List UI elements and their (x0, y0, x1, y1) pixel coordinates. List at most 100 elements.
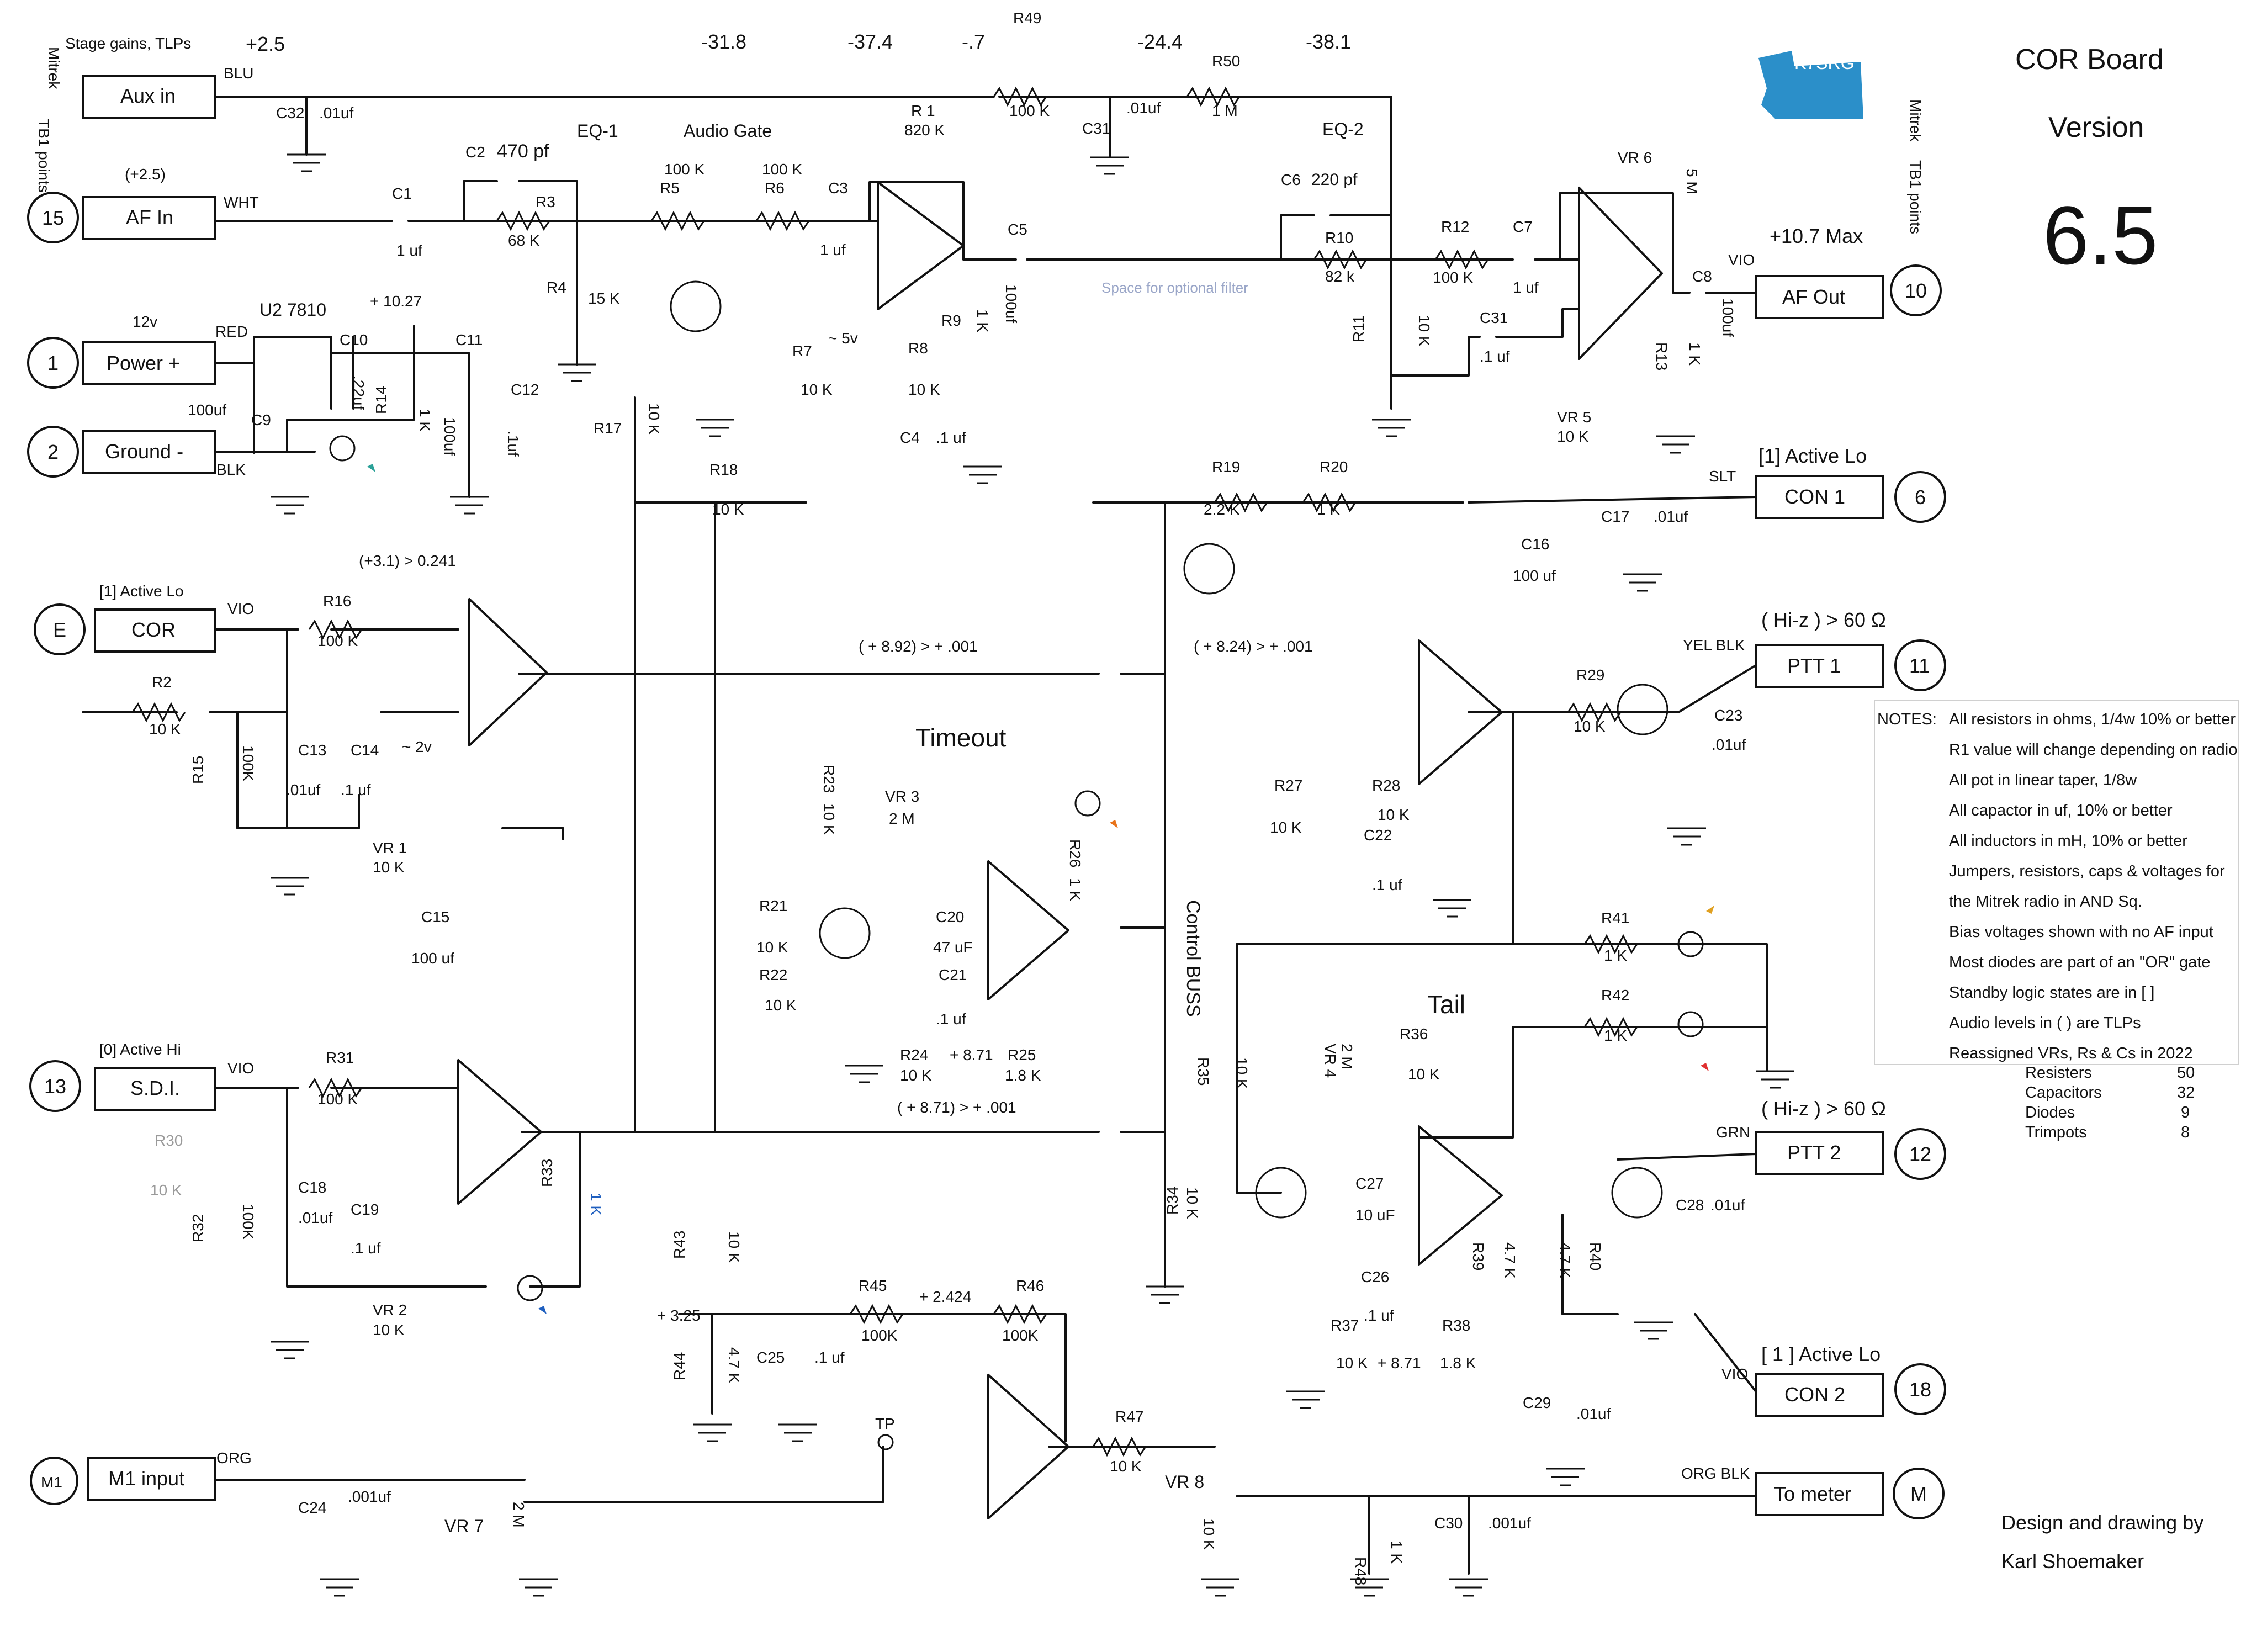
pin-e: E (53, 618, 66, 641)
to-meter-wire: ORG BLK (1681, 1465, 1750, 1482)
vr2-val: 10 K (373, 1321, 405, 1338)
c16-val: 100 uf (1513, 567, 1556, 584)
power-note: 12v (133, 313, 157, 330)
u1-cor (468, 598, 548, 746)
r6-ref: R6 (765, 179, 785, 197)
r31-val: 100 K (317, 1090, 358, 1108)
r3-symbol (496, 210, 550, 231)
transistors (670, 280, 1668, 1219)
net-r37: + 8.71 (1378, 1354, 1421, 1372)
ptt1-note: ( Hi-z ) > 60 Ω (1761, 608, 1886, 631)
r21-ref: R21 (759, 897, 787, 914)
note-10: Standby logic states are in [ ] (1949, 984, 2154, 1002)
c10-val: .22uf (350, 375, 367, 410)
vr7-ref: VR 7 (444, 1516, 484, 1536)
r30-ref: R30 (155, 1132, 183, 1149)
parts-trimpots: Trimpots (2025, 1124, 2087, 1141)
parts-count: Resisters 50 Capacitors 32 Diodes 9 Trim… (2025, 1064, 2195, 1141)
con2-label: CON 2 (1784, 1383, 1845, 1406)
level-u1: -.7 (962, 30, 985, 53)
r41-ref: R41 (1601, 909, 1629, 926)
r19-symbol (1214, 492, 1268, 513)
r6-val: 100 K (762, 161, 802, 178)
ground-box (82, 430, 216, 474)
q3 (1617, 684, 1668, 735)
vr1-ref: VR 1 (373, 839, 407, 856)
parts-resisters-count: 50 (2177, 1064, 2195, 1082)
parts-capacitors-count: 32 (2177, 1084, 2195, 1102)
c13-ref: C13 (298, 742, 326, 759)
r1-ref: R 1 (911, 102, 935, 119)
c6-ref: C6 (1281, 171, 1301, 188)
r45-val: 100K (861, 1327, 898, 1344)
af-out-label: AF Out (1782, 285, 1845, 308)
r10-symbol (1313, 249, 1368, 270)
vr8-ref: VR 8 (1165, 1472, 1204, 1492)
r8-ref: R8 (908, 340, 928, 357)
con1-wire: SLT (1709, 468, 1736, 485)
r22-val: 10 K (765, 997, 797, 1014)
c23-ref: C23 (1714, 707, 1742, 724)
c28-val: .01uf (1710, 1196, 1745, 1214)
note-1: All resistors in ohms, 1/4w 10% or bette… (1949, 711, 2236, 728)
u3-tail (1418, 1125, 1503, 1266)
r42-symbol (1583, 1016, 1638, 1037)
c20-ref: C20 (936, 908, 964, 925)
r7-val: 10 K (801, 381, 833, 398)
net-d6: ( + 8.71) > + .001 (897, 1099, 1016, 1116)
con2-wire: VIO (1721, 1365, 1748, 1383)
r20-val: 1 K (1317, 501, 1340, 518)
c29-val: .01uf (1576, 1405, 1611, 1422)
af-out-note: +10.7 Max (1770, 225, 1863, 247)
eq1-label: EQ-1 (577, 121, 618, 141)
c9-val: 100uf (188, 401, 226, 419)
pin-12-circle (1894, 1128, 1946, 1180)
q5 (1611, 1167, 1663, 1219)
r17-val: 10 K (645, 403, 663, 435)
c18-val: .01uf (298, 1209, 332, 1226)
r49-ref: R49 (1013, 9, 1041, 27)
af-in-label: AF In (126, 206, 173, 229)
net-tp: TP (875, 1415, 895, 1432)
net-r45: + 2.424 (919, 1288, 971, 1305)
optional-filter-label: Space for optional filter (1101, 279, 1248, 296)
cor-label: COR (131, 618, 176, 641)
net-d8: ( + 8.24) > + .001 (1194, 638, 1313, 655)
r50-ref: R50 (1212, 52, 1240, 70)
c12-ref: C12 (511, 381, 539, 398)
r15-ref: R15 (189, 756, 206, 784)
left-side-label-2: TB1 points (35, 119, 52, 193)
c15-val: 100 uf (411, 950, 454, 967)
c22-val: .1 uf (1372, 876, 1402, 893)
r12-val: 100 K (1433, 269, 1473, 286)
r47-ref: R47 (1115, 1408, 1143, 1425)
r50-val: 1 M (1212, 102, 1238, 119)
pin-1-circle (27, 337, 79, 389)
r37-ref: R37 (1331, 1317, 1359, 1334)
left-side-label-1: Mitrek (45, 47, 62, 89)
cor-wire: VIO (227, 600, 254, 617)
c7-ref: C7 (1513, 218, 1533, 235)
net-bias2v: ~ 2v (402, 738, 432, 755)
r1-val: 820 K (904, 121, 945, 139)
c25-val: .1 uf (814, 1349, 845, 1366)
sdi-note: [0] Active Hi (99, 1041, 181, 1058)
r21-val: 10 K (756, 939, 788, 956)
note-5: All inductors in mH, 10% or better (1949, 832, 2187, 850)
control-buss-label: Control BUSS (1183, 900, 1204, 1017)
r16-ref: R16 (323, 592, 351, 610)
r10-ref: R10 (1325, 229, 1353, 246)
ptt2-box (1755, 1131, 1884, 1175)
r41-val: 1 K (1604, 947, 1627, 964)
c4-val: .1 uf (936, 429, 966, 446)
r50-symbol (1186, 86, 1241, 107)
u2-ref: U2 7810 (259, 300, 326, 320)
c8-ref: C8 (1692, 268, 1712, 285)
tail-label: Tail (1427, 990, 1465, 1019)
pin-10-circle (1890, 264, 1942, 316)
r12-symbol (1434, 249, 1489, 270)
to-meter-box (1755, 1472, 1884, 1516)
c14-ref: C14 (351, 742, 379, 759)
r3-val: 68 K (508, 232, 540, 249)
